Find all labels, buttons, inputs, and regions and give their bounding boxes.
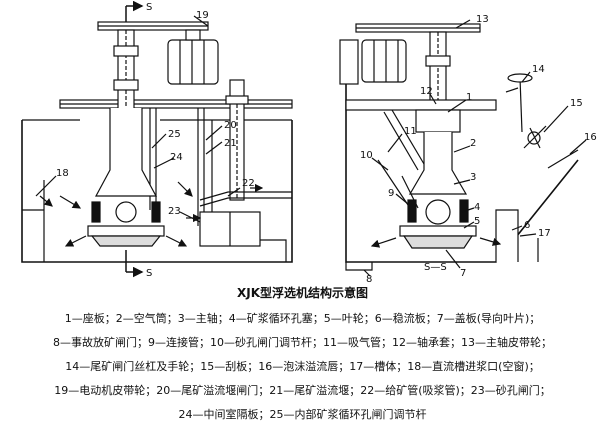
legend-line: 19—电动机皮带轮；20—尾矿溢流堰闸门；21—尾矿溢流堰；22—给矿管(吸浆管… bbox=[54, 384, 551, 397]
callout-22: 22 bbox=[242, 178, 255, 189]
callout-6: 6 bbox=[524, 220, 530, 231]
callout-21: 21 bbox=[224, 138, 237, 149]
callout-23: 23 bbox=[168, 206, 181, 217]
callout-20: 20 bbox=[224, 120, 237, 131]
structure-drawing: S S 19 25 20 21 24 18 22 23 bbox=[21, 0, 597, 285]
callout-2: 2 bbox=[470, 138, 476, 149]
callout-12: 12 bbox=[420, 86, 433, 97]
callout-1: 1 bbox=[466, 92, 472, 103]
callout-14: 14 bbox=[532, 64, 545, 75]
callout-7: 7 bbox=[460, 268, 466, 279]
callout-4: 4 bbox=[474, 202, 480, 213]
callout-17: 17 bbox=[538, 228, 551, 239]
callout-16: 16 bbox=[584, 132, 597, 143]
callout-5: 5 bbox=[474, 216, 480, 227]
right-section-view bbox=[339, 19, 587, 277]
legend-line: 8—事故放矿闸门；9—连接管；10—砂孔闸门调节杆；11—吸气管；12—轴承套；… bbox=[53, 336, 552, 349]
callout-9: 9 bbox=[388, 188, 394, 199]
figure-caption: XJK型浮选机结构示意图 bbox=[236, 286, 369, 300]
callout-25: 25 bbox=[168, 129, 181, 140]
callout-19: 19 bbox=[196, 10, 209, 21]
section-mark-s-bottom: S bbox=[146, 268, 152, 279]
legend-line: 14—尾矿闸门丝杠及手轮；15—刮板；16—泡沫溢流唇；17—槽体；18—直流槽… bbox=[65, 360, 540, 373]
legend-line: 1—座板；2—空气筒；3—主轴；4—矿浆循环孔塞；5—叶轮；6—稳流板；7—盖板… bbox=[64, 312, 541, 325]
callout-10: 10 bbox=[360, 150, 373, 161]
section-label-s-s: S—S bbox=[424, 262, 447, 273]
callout-8: 8 bbox=[366, 274, 372, 285]
callout-24: 24 bbox=[170, 152, 183, 163]
left-longitudinal-view bbox=[21, 0, 293, 278]
callout-11: 11 bbox=[404, 126, 417, 137]
legend-line: 24—中间室隔板；25—内部矿浆循环孔闸门调节杆 bbox=[178, 408, 427, 421]
section-mark-s-top: S bbox=[146, 2, 152, 13]
callout-13: 13 bbox=[476, 14, 489, 25]
callout-3: 3 bbox=[470, 172, 476, 183]
callout-15: 15 bbox=[570, 98, 583, 109]
callout-18: 18 bbox=[56, 168, 69, 179]
